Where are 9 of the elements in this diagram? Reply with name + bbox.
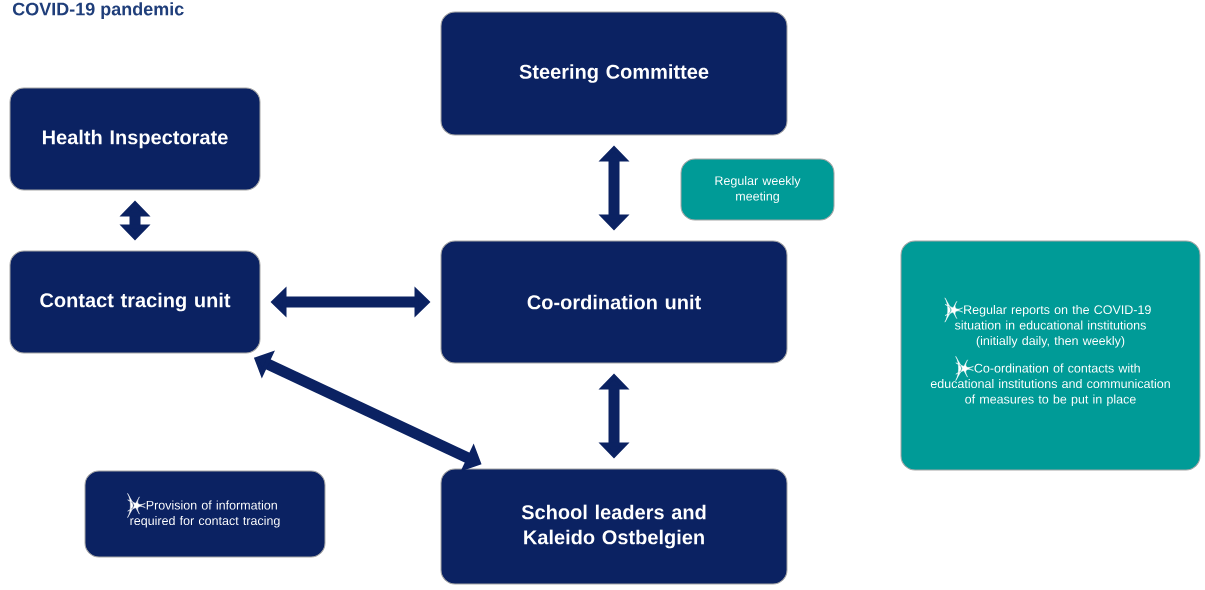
process-box: Co-ordination unit	[440, 240, 788, 364]
note-box: Regular weekly meeting	[680, 158, 835, 221]
note-box: Regular reports on the COVID-19 situation in educational institutions (initially daily, then weekly) Co-ordination of contacts with educational institutions and communication of measures to be put in place	[900, 240, 1201, 471]
process-box: School leaders and Kaleido Ostbelgien	[440, 468, 788, 585]
note-box: Provision of information required for contact tracing	[84, 470, 326, 558]
process-box: Health Inspectorate	[9, 87, 261, 191]
title: COVID-19 pandemic	[12, 2, 184, 19]
process-box: Contact tracing unit	[9, 250, 261, 354]
process-box: Steering Committee	[440, 11, 788, 136]
